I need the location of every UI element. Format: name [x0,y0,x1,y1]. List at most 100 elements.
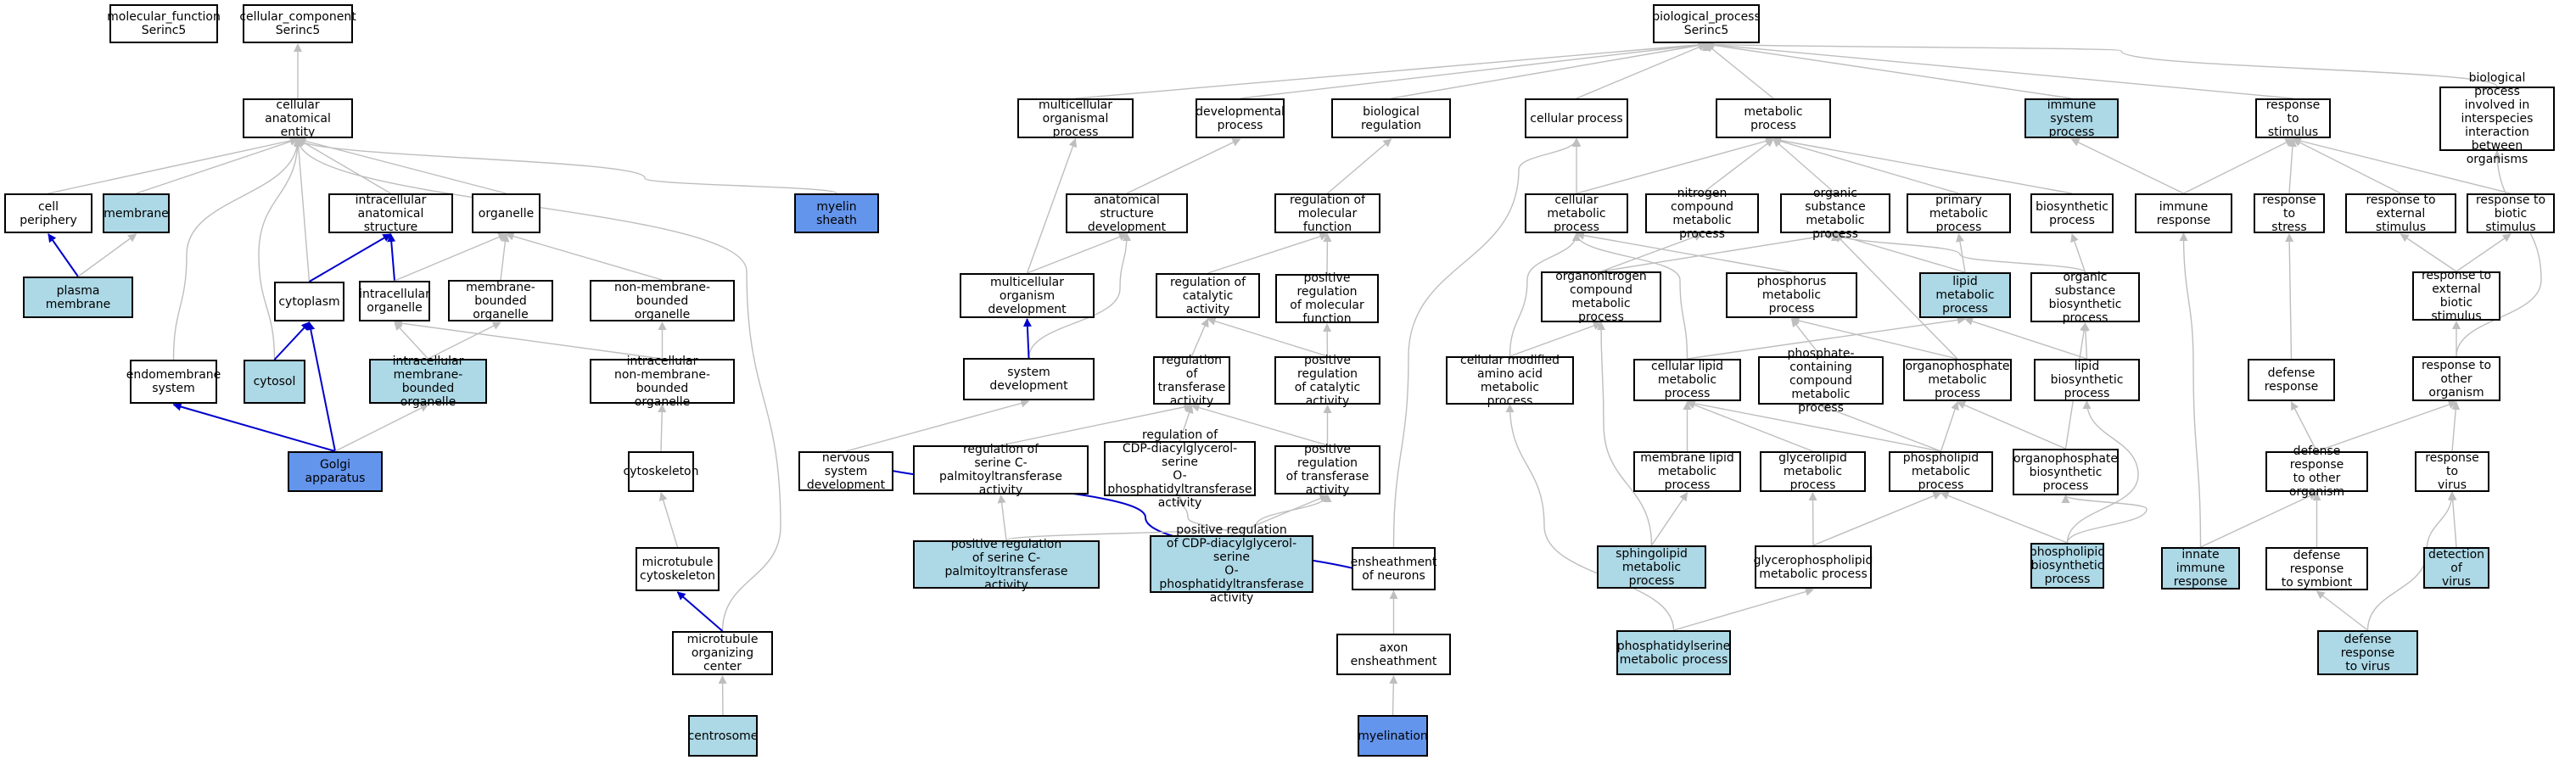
node-organonitrogen-compound-metabolic-process[interactable]: organonitrogen compound metabolic proces… [1541,270,1661,324]
node-intracellular-non-membrane-bounded-organelle[interactable]: intracellular non-membrane-bounded organ… [590,355,735,409]
node-sphingolipid-metabolic-process[interactable]: sphingolipid metabolic process [1597,545,1706,589]
node-intracellular-anatomical-structure[interactable]: intracellular anatomical structure [328,193,453,234]
node-phospholipid-biosynthetic-process[interactable]: phospholipid biosynthetic process [2030,543,2105,589]
node-response-to-stress[interactable]: response to stress [2254,193,2325,234]
node-positive-regulation-of-catalytic-activity[interactable]: positive regulation of catalytic activit… [1274,354,1380,408]
node-regulation-of-catalytic-activity[interactable]: regulation of catalytic activity [1156,273,1260,318]
edge-cytoplasm-to-cellular-anatomical-entity [294,138,311,282]
node-cellular-lipid-metabolic-process[interactable]: cellular lipid metabolic process [1633,359,1741,401]
edge-immune-response-to-response-to-stimulus [2183,138,2294,194]
node-nitrogen-compound-metabolic-process[interactable]: nitrogen compound metabolic process [1645,187,1759,241]
node-cytosol[interactable]: cytosol [244,360,305,404]
edge-response-to-external-biotic-stimulus-to-response-to-external-stimulus [2400,233,2457,272]
edge-positive-regulation-of-cdp-diacylglycerol-serine-activity-to-positive-regulation-of-transferase-activity [1231,494,1329,536]
node-myelination[interactable]: myelination [1358,715,1428,757]
node-positive-regulation-of-cdp-diacylglycerol-serine-activity[interactable]: positive regulation of CDP-diacylglycero… [1150,523,1313,605]
node-glycerophospholipid-metabolic-process[interactable]: glycerophospholipid metabolic process [1754,545,1873,589]
node-immune-response[interactable]: immune response [2135,193,2232,233]
node-defense-response-to-symbiont[interactable]: defense response to symbiont [2265,547,2368,590]
node-phosphate-containing-compound-metabolic-process[interactable]: phosphate-containing compound metabolic … [1758,347,1884,415]
node-cytoplasm[interactable]: cytoplasm [274,282,344,321]
node-primary-metabolic-process[interactable]: primary metabolic process [1907,193,2011,234]
node-cellular-anatomical-entity[interactable]: cellular anatomical entity [243,98,353,139]
node-ensheathment-of-neurons[interactable]: ensheathment of neurons [1351,547,1436,590]
node-organelle[interactable]: organelle [472,193,540,233]
node-cellular-modified-amino-acid-metabolic-process[interactable]: cellular modified amino acid metabolic p… [1446,354,1574,408]
node-golgi-apparatus[interactable]: Golgi apparatus [288,451,383,492]
node-plasma-membrane[interactable]: plasma membrane [23,277,133,318]
node-myelin-sheath[interactable]: myelin sheath [794,193,879,233]
edge-response-to-external-biotic-stimulus-to-response-to-biotic-stimulus [2456,233,2512,272]
node-organophosphate-biosynthetic-process[interactable]: organophosphate biosynthetic process [2013,449,2119,495]
node-response-to-stimulus[interactable]: response to stimulus [2255,98,2331,139]
edge-phospholipid-biosynthetic-process-to-phospholipid-metabolic-process [1940,491,2068,544]
node-response-to-external-stimulus[interactable]: response to external stimulus [2345,193,2456,234]
node-defense-response-to-other-organism[interactable]: defense response to other organism [2265,444,2368,499]
node-defense-response[interactable]: defense response [2248,359,2335,401]
node-lipid-biosynthetic-process[interactable]: lipid biosynthetic process [2034,359,2140,401]
node-glycerolipid-metabolic-process[interactable]: glycerolipid metabolic process [1760,451,1866,492]
node-endomembrane-system[interactable]: endomembrane system [126,360,221,404]
node-positive-regulation-of-molecular-function[interactable]: positive regulation of molecular functio… [1275,271,1379,326]
node-nervous-system-development[interactable]: nervous system development [798,451,893,492]
edge-response-to-external-stimulus-to-response-to-stimulus [2292,138,2401,194]
edge-cytoskeleton-to-intracellular-non-membrane-bounded-organelle [658,404,667,452]
edge-phospholipid-biosynthetic-process-to-lipid-biosynthetic-process [2066,400,2139,544]
node-defense-response-to-virus[interactable]: defense response to virus [2317,630,2418,675]
edge-sphingolipid-metabolic-process-to-membrane-lipid-metabolic-process [1650,492,1688,546]
node-biological-regulation[interactable]: biological regulation [1331,98,1451,138]
node-response-to-virus[interactable]: response to virus [2415,451,2489,492]
node-positive-regulation-of-transferase-activity[interactable]: positive regulation of transferase activ… [1274,443,1380,497]
node-response-to-other-organism[interactable]: response to other organism [2412,356,2500,401]
node-non-membrane-bounded-organelle[interactable]: non-membrane-bounded organelle [590,280,735,321]
edge-positive-regulation-of-transferase-activity-to-regulation-of-transferase-activity [1190,403,1328,446]
node-phosphorus-metabolic-process[interactable]: phosphorus metabolic process [1726,272,1857,318]
node-positive-regulation-of-serine-c-palmitoyltransferase-activity[interactable]: positive regulation of serine C-palmitoy… [913,538,1100,592]
edge-glycerophospholipid-metabolic-process-to-glycerolipid-metabolic-process [1808,492,1817,546]
node-molecular-function[interactable]: molecular_function Serinc5 [107,4,221,43]
node-detection-of-virus[interactable]: detection of virus [2423,547,2489,589]
node-biosynthetic-process[interactable]: biosynthetic process [2030,193,2114,233]
node-regulation-of-transferase-activity[interactable]: regulation of transferase activity [1153,354,1230,408]
node-cellular-process[interactable]: cellular process [1525,98,1628,138]
node-cell-periphery[interactable]: cell periphery [4,193,92,233]
node-cellular-component[interactable]: cellular_component Serinc5 [239,4,356,43]
node-microtubule-organizing-center[interactable]: microtubule organizing center [672,631,773,675]
node-developmental-process[interactable]: developmental process [1196,98,1285,138]
node-regulation-of-molecular-function[interactable]: regulation of molecular function [1274,193,1380,234]
node-anatomical-structure-development[interactable]: anatomical structure development [1066,193,1188,234]
node-cellular-metabolic-process[interactable]: cellular metabolic process [1525,193,1628,234]
node-intracellular-organelle[interactable]: intracellular organelle [359,281,430,321]
node-multicellular-organism-development[interactable]: multicellular organism development [960,273,1095,318]
node-metabolic-process[interactable]: metabolic process [1716,98,1831,138]
node-membrane[interactable]: membrane [103,193,170,233]
edge-positive-regulation-of-catalytic-activity-to-regulation-of-catalytic-activity [1207,316,1328,357]
node-organic-substance-biosynthetic-process[interactable]: organic substance biosynthetic process [2030,271,2140,325]
node-regulation-of-serine-c-palmitoyltransferase-activity[interactable]: regulation of serine C-palmitoyltransfer… [913,443,1089,497]
node-interspecies-interaction[interactable]: biological process involved in interspec… [2439,71,2555,166]
node-phospholipid-metabolic-process[interactable]: phospholipid metabolic process [1889,451,1993,492]
node-lipid-metabolic-process[interactable]: lipid metabolic process [1919,272,2011,318]
edge-microtubule-cytoskeleton-to-cytoskeleton [658,492,679,548]
node-system-development[interactable]: system development [963,358,1095,400]
edge-phosphate-containing-compound-metabolic-process-to-phosphorus-metabolic-process [1790,318,1822,357]
node-response-to-biotic-stimulus[interactable]: response to biotic stimulus [2467,193,2555,234]
node-membrane-lipid-metabolic-process[interactable]: membrane lipid metabolic process [1633,451,1741,492]
node-cytoskeleton[interactable]: cytoskeleton [624,451,699,492]
node-microtubule-cytoskeleton[interactable]: microtubule cytoskeleton [636,547,720,591]
node-immune-system-process[interactable]: immune system process [2024,98,2119,139]
node-membrane-bounded-organelle[interactable]: membrane-bounded organelle [448,280,553,321]
node-multicellular-organismal-process[interactable]: multicellular organismal process [1017,98,1134,139]
node-centrosome[interactable]: centrosome [688,715,758,757]
node-biological-process[interactable]: biological_process Serinc5 [1652,4,1761,43]
node-organophosphate-metabolic-process[interactable]: organophosphate metabolic process [1903,359,2012,401]
node-innate-immune-response[interactable]: innate immune response [2161,547,2240,590]
node-organic-substance-metabolic-process[interactable]: organic substance metabolic process [1780,187,1890,241]
edge-phosphatidylserine-metabolic-process-to-glycerophospholipid-metabolic-process [1673,587,1814,631]
edge-intracellular-membrane-bounded-organelle-to-intracellular-organelle [394,321,429,360]
node-intracellular-membrane-bounded-organelle[interactable]: intracellular membrane-bounded organelle [369,355,487,409]
node-response-to-external-biotic-stimulus[interactable]: response to external biotic stimulus [2412,269,2500,323]
node-phosphatidylserine-metabolic-process[interactable]: phosphatidylserine metabolic process [1616,630,1731,675]
node-axon-ensheathment[interactable]: axon ensheathment [1336,634,1451,675]
node-regulation-of-cdp-diacylglycerol-serine-activity[interactable]: regulation of CDP-diacylglycerol-serine … [1104,428,1256,510]
